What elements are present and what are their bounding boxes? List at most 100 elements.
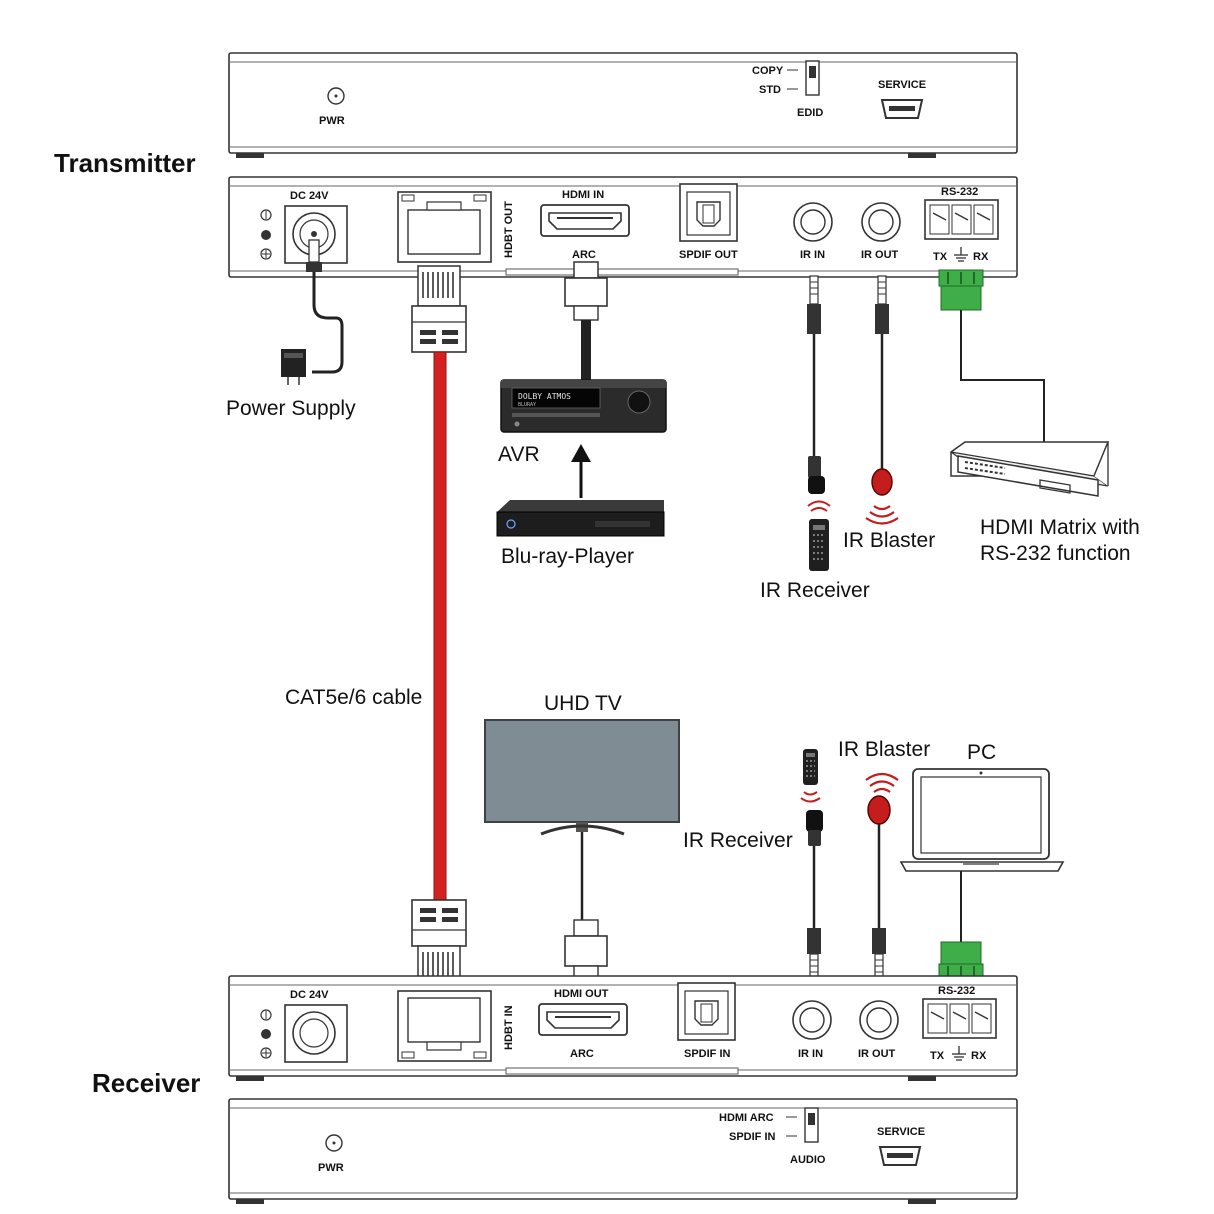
rx-audio-label: AUDIO bbox=[790, 1154, 826, 1166]
tx-tx-label: TX bbox=[933, 251, 948, 263]
tx-spdif-label: SPDIF OUT bbox=[679, 249, 738, 261]
tx-hdbt-label: HDBT OUT bbox=[503, 201, 515, 258]
spdif-port-icon bbox=[677, 982, 736, 1041]
rx-hdmi-out-label: HDMI OUT bbox=[554, 988, 609, 1000]
rs232-terminal-icon bbox=[922, 998, 997, 1039]
spdif-port-icon bbox=[679, 183, 738, 242]
hdmi-matrix-icon bbox=[950, 441, 1110, 497]
avr-label: AVR bbox=[498, 443, 540, 466]
transmitter-front-panel: PWR COPY STD EDID SERVICE bbox=[228, 52, 1018, 158]
transmitter-title: Transmitter bbox=[54, 148, 196, 178]
rx-audio-arc-label: HDMI ARC bbox=[719, 1112, 774, 1124]
bluray-label: Blu-ray-Player bbox=[501, 545, 634, 568]
ir-receiver-bottom-label: IR Receiver bbox=[683, 829, 793, 852]
rx-pwr-label: PWR bbox=[318, 1162, 344, 1174]
hdmi-port-icon bbox=[540, 204, 630, 237]
ir-receiver-bottom-cable bbox=[806, 810, 823, 979]
ground-icon bbox=[954, 247, 968, 262]
pc-label: PC bbox=[967, 741, 996, 764]
rx-service-label: SERVICE bbox=[877, 1126, 925, 1138]
rx-arc-label: ARC bbox=[570, 1048, 594, 1060]
rx-rs232-label: RS-232 bbox=[938, 985, 975, 997]
hdbt-out-port bbox=[397, 191, 492, 263]
power-led-icon bbox=[325, 1134, 343, 1152]
rx-dc-label: DC 24V bbox=[290, 989, 329, 1001]
receiver-title: Receiver bbox=[92, 1068, 200, 1098]
rx-tx-label: TX bbox=[930, 1050, 945, 1062]
cat-cable-label: CAT5e/6 cable bbox=[285, 686, 422, 709]
uhd-tv-icon bbox=[484, 719, 680, 920]
avr-icon: DOLBY ATMOS BLURAY bbox=[500, 379, 667, 433]
ir-in-jack-icon bbox=[792, 1000, 832, 1040]
power-supply-label: Power Supply bbox=[226, 397, 356, 420]
cat-cable bbox=[433, 351, 447, 901]
edid-switch[interactable] bbox=[805, 60, 820, 96]
ir-blaster-top-cable bbox=[871, 275, 893, 496]
avr-display-subtext: BLURAY bbox=[518, 402, 536, 408]
ir-out-jack-icon bbox=[859, 1000, 899, 1040]
audio-switch[interactable] bbox=[804, 1107, 819, 1143]
tx-hdmi-in-label: HDMI IN bbox=[562, 189, 604, 201]
tx-rs232-label: RS-232 bbox=[941, 186, 978, 198]
hdmi-plug-bottom bbox=[564, 919, 608, 985]
rx-hdbt-label: HDBT IN bbox=[503, 1005, 515, 1050]
ground-icon bbox=[952, 1046, 966, 1061]
signal-arrow bbox=[571, 444, 591, 498]
rx-ir-out-label: IR OUT bbox=[858, 1048, 896, 1060]
phoenix-terminal-icon bbox=[938, 269, 984, 311]
tx-edid-copy-label: COPY bbox=[752, 65, 784, 77]
power-supply-icon bbox=[281, 349, 306, 385]
ir-out-jack-icon bbox=[861, 202, 901, 242]
rx-rx-label: RX bbox=[971, 1050, 987, 1062]
hdbt-in-port bbox=[397, 990, 492, 1062]
dc-jack-icon bbox=[284, 1004, 348, 1063]
polarity-icon bbox=[260, 1009, 272, 1059]
laptop-icon bbox=[899, 768, 1065, 872]
remote-control-icon bbox=[803, 749, 818, 785]
transmitter-rear-panel: DC 24V HDBT OUT HDMI IN ARC S bbox=[228, 176, 1018, 278]
ir-blaster-bottom-cable bbox=[867, 795, 891, 979]
matrix-label-line2: RS-232 function bbox=[980, 542, 1131, 565]
rs232-cable-top bbox=[960, 310, 1045, 452]
avr-display-text: DOLBY ATMOS bbox=[518, 392, 571, 401]
rs232-terminal-icon bbox=[924, 199, 999, 240]
rx-audio-spdif-label: SPDIF IN bbox=[729, 1131, 776, 1143]
tx-edid-label: EDID bbox=[797, 107, 823, 119]
polarity-icon bbox=[260, 209, 272, 260]
tv-label: UHD TV bbox=[544, 692, 622, 715]
ir-in-jack-icon bbox=[793, 202, 833, 242]
tx-edid-std-label: STD bbox=[759, 84, 781, 96]
dc-cable bbox=[306, 239, 344, 374]
remote-control-icon bbox=[809, 519, 829, 571]
hdmi-plug-top bbox=[564, 261, 608, 382]
ir-waves-icon bbox=[807, 500, 831, 512]
micro-usb-icon bbox=[880, 99, 924, 119]
micro-usb-icon bbox=[878, 1146, 922, 1166]
power-led-icon bbox=[327, 87, 345, 105]
bluray-player-icon bbox=[496, 500, 665, 537]
tx-arc-label: ARC bbox=[572, 249, 596, 261]
rj45-plug-top bbox=[411, 265, 467, 353]
phoenix-terminal-icon bbox=[938, 941, 984, 981]
ir-blaster-top-label: IR Blaster bbox=[843, 529, 935, 552]
tx-ir-out-label: IR OUT bbox=[861, 249, 899, 261]
matrix-label-line1: HDMI Matrix with bbox=[980, 516, 1140, 539]
tx-service-label: SERVICE bbox=[878, 79, 926, 91]
ir-waves-icon bbox=[865, 505, 899, 525]
hdmi-port-icon bbox=[538, 1003, 628, 1036]
ir-receiver-top-cable bbox=[807, 275, 825, 494]
tx-pwr-label: PWR bbox=[319, 115, 345, 127]
receiver-front-panel: PWR HDMI ARC SPDIF IN AUDIO SERVICE bbox=[228, 1098, 1018, 1204]
ir-blaster-bottom-label: IR Blaster bbox=[838, 738, 930, 761]
tx-dc-label: DC 24V bbox=[290, 190, 329, 202]
ir-waves-icon bbox=[865, 772, 899, 793]
ir-waves-icon bbox=[800, 791, 821, 803]
rj45-plug-bottom bbox=[411, 899, 467, 987]
tx-rx-label: RX bbox=[973, 251, 989, 263]
receiver-rear-panel: DC 24V HDBT IN HDMI OUT ARC SPDIF IN bbox=[228, 975, 1018, 1081]
tx-ir-in-label: IR IN bbox=[800, 249, 825, 261]
rx-ir-in-label: IR IN bbox=[798, 1048, 823, 1060]
ir-receiver-top-label: IR Receiver bbox=[760, 579, 870, 602]
rx-spdif-label: SPDIF IN bbox=[684, 1048, 731, 1060]
